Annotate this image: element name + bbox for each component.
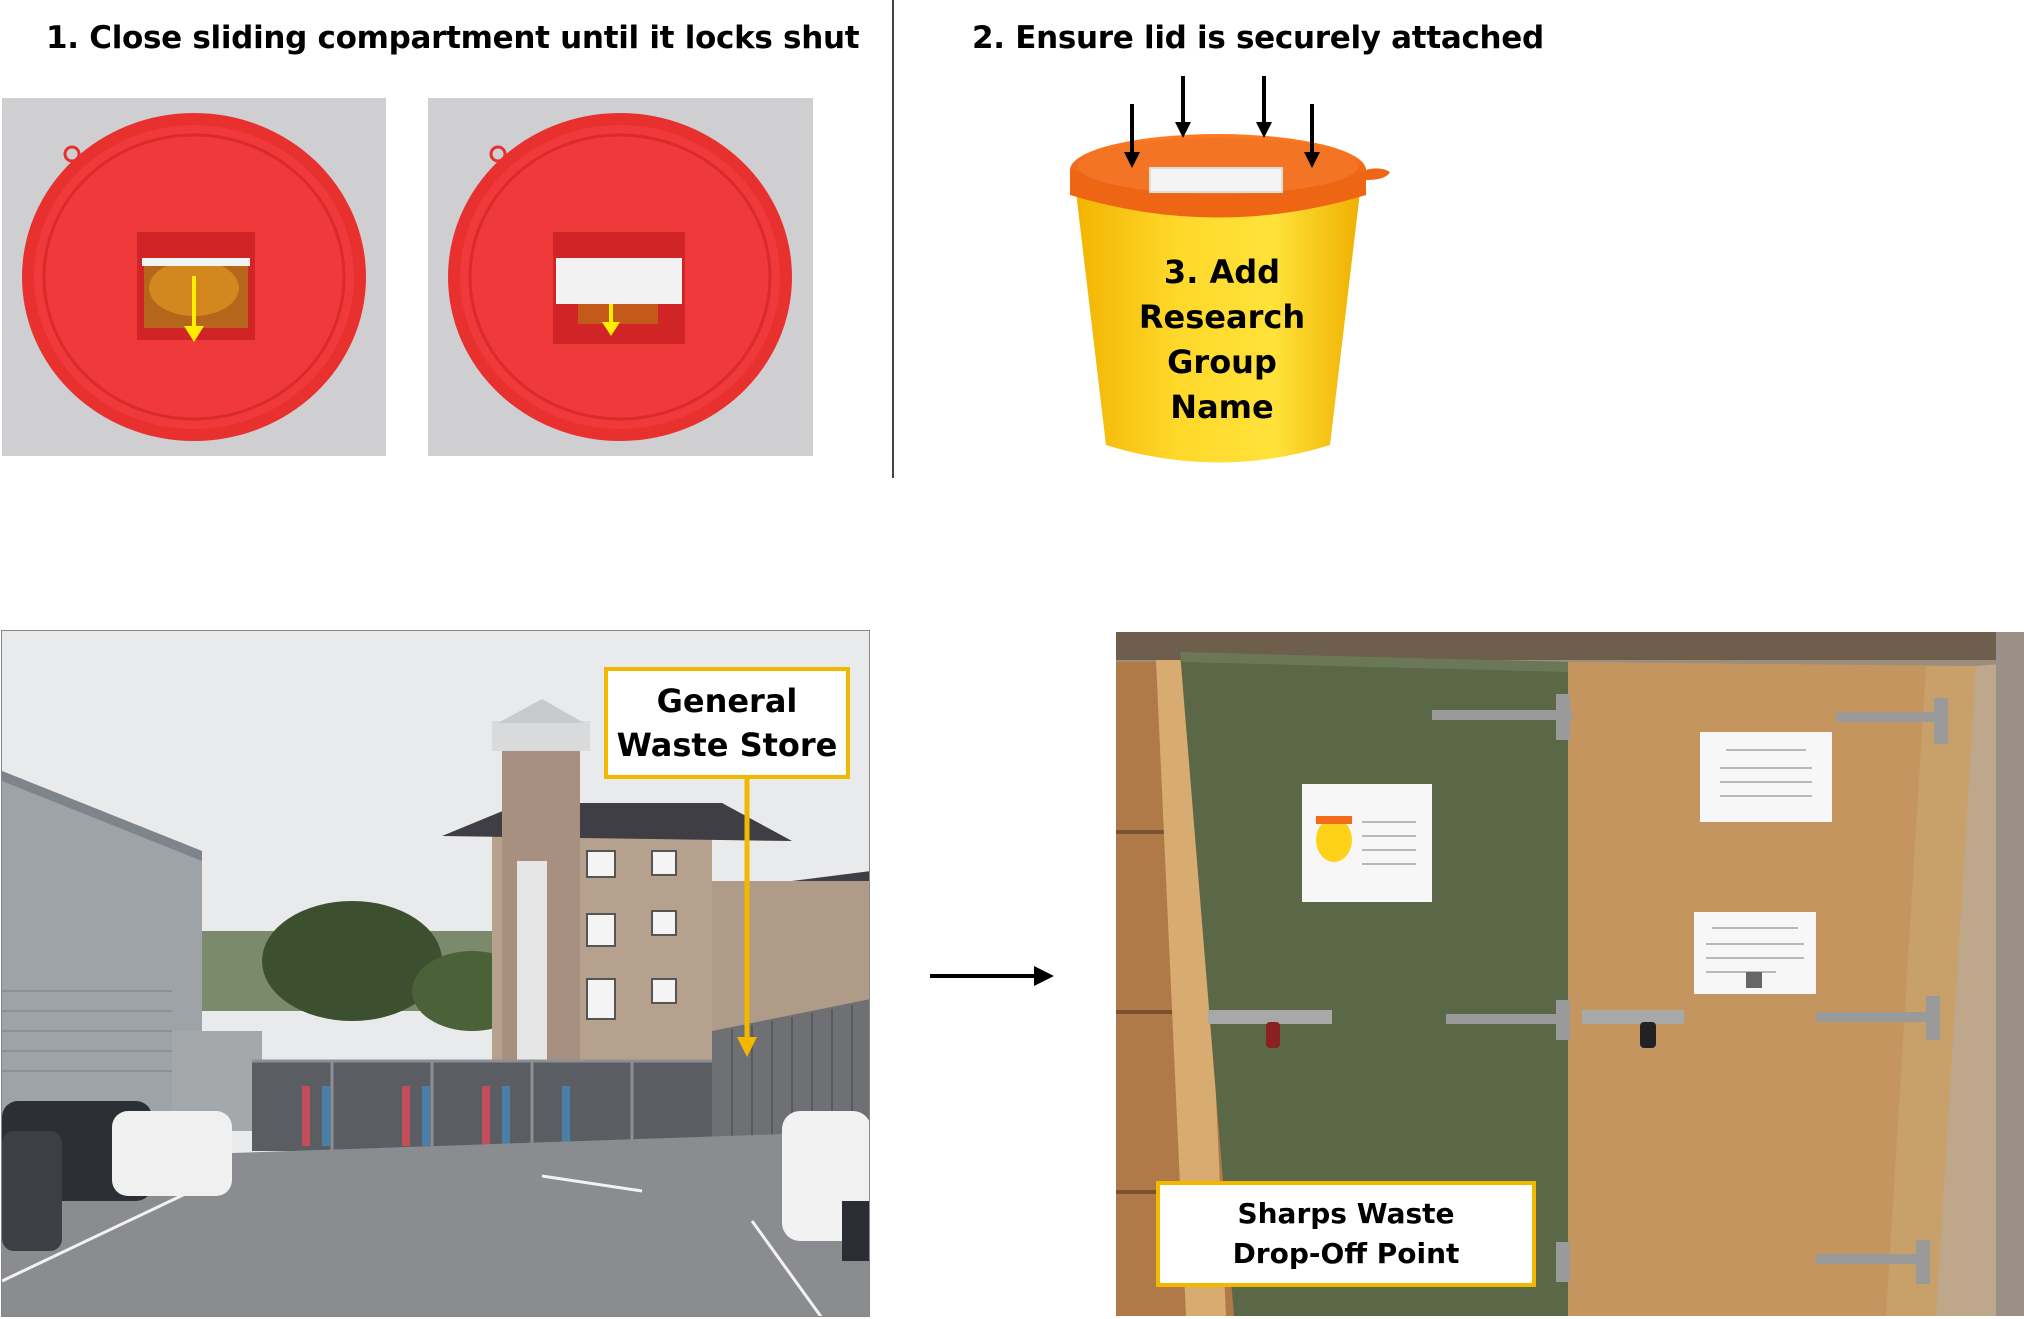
step3-label-line: Name xyxy=(1170,388,1274,426)
step3-label-line: Group xyxy=(1167,343,1277,381)
step3-label-line: 3. Add xyxy=(1163,253,1281,291)
step3-label: 3. Add Research Group Name xyxy=(1100,250,1344,430)
step2-title: 2. Ensure lid is securely attached xyxy=(972,20,1544,56)
arrow-down-icon xyxy=(184,276,204,342)
general-waste-label-line: General xyxy=(656,682,798,720)
arrow-down-icon xyxy=(1124,76,1320,168)
step3-label-line: Research xyxy=(1138,298,1306,336)
sharps-waste-label-line: Sharps Waste xyxy=(1237,1197,1455,1230)
lid-photo-open xyxy=(2,98,386,456)
sharps-waste-label: Sharps Waste Drop-Off Point xyxy=(1156,1181,1536,1287)
step1-title: 1. Close sliding compartment until it lo… xyxy=(46,20,860,56)
section-divider xyxy=(892,0,894,478)
arrow-down-icon xyxy=(602,304,620,336)
sharps-bin-illustration xyxy=(1060,70,1400,480)
arrow-down-icon xyxy=(737,779,757,1057)
lid-photo-closed xyxy=(428,98,813,456)
drop-off-doors-photo xyxy=(1116,632,2024,1316)
sharps-waste-label-line: Drop-Off Point xyxy=(1232,1237,1460,1270)
general-waste-label: General Waste Store xyxy=(604,667,850,779)
general-waste-label-line: Waste Store xyxy=(616,726,838,764)
arrow-right-icon xyxy=(930,966,1054,986)
